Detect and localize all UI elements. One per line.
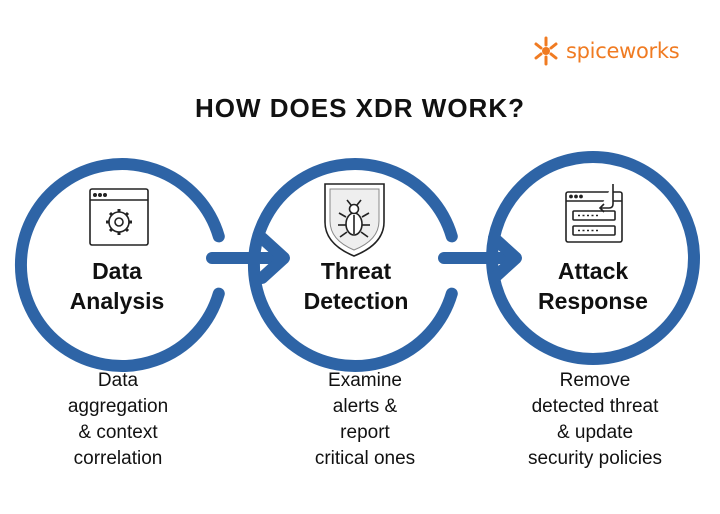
description-line: & context [78,422,158,443]
description-line: Remove [559,370,631,391]
description-line: aggregation [67,396,169,417]
description-line: report [340,422,390,443]
stage-description-threat-detection: Examine alerts & report critical ones [260,368,470,472]
description-line: detected threat [531,396,659,417]
brand-name: spiceworks [566,39,680,63]
stage-title-line: Detection [303,288,409,314]
bug-shield-icon [324,183,385,257]
description-line: critical ones [314,448,416,469]
stage-title-line: Threat [320,258,392,284]
stage-title-line: Analysis [69,288,165,314]
stage-title-line: Response [538,288,648,314]
stage-title-data-analysis: Data Analysis [32,256,202,316]
stage-description-data-analysis: Data aggregation & context correlation [13,368,223,472]
description-line: correlation [73,448,163,469]
spiceworks-logo: spiceworks [530,34,680,68]
stage-title-line: Data [92,258,142,284]
stage-title-threat-detection: Threat Detection [271,256,441,316]
settings-window-icon [89,188,149,246]
spiceworks-logo-icon [534,36,558,66]
stage-ring-1 [15,158,225,372]
stage-title-line: Attack [557,258,629,284]
arrow-1-head [256,232,290,284]
stage-description-attack-response: Remove detected threat & update security… [490,368,700,472]
stage-title-attack-response: Attack Response [508,256,678,316]
arrow-2-head [488,232,522,284]
stage-ring-2 [248,158,458,372]
description-line: security policies [527,448,663,469]
description-line: alerts & [332,396,398,417]
page-title: HOW DOES XDR WORK? [195,93,525,123]
description-line: Data [97,370,139,391]
description-line: Examine [328,370,402,391]
description-line: & update [556,422,634,443]
server-response-icon [565,184,623,243]
